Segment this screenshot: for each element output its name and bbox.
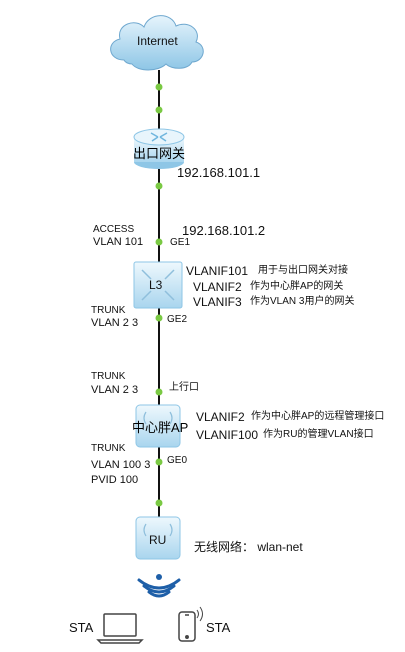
ap-vlanif-name: VLANIF2 bbox=[196, 410, 245, 424]
link-dot bbox=[155, 106, 163, 114]
ru-label: RU bbox=[149, 533, 167, 547]
ge0-vlan: VLAN 100 3 bbox=[91, 459, 151, 471]
link-dot bbox=[155, 314, 163, 322]
l3-vlanif-name: VLANIF3 bbox=[193, 295, 242, 309]
l3-vlanif-desc: 用于与出口网关对接 bbox=[258, 265, 348, 276]
phone-icon bbox=[178, 606, 203, 642]
l3-ip: 192.168.101.2 bbox=[182, 223, 266, 238]
link-dot bbox=[155, 388, 163, 396]
central-ap-label: 中心胖AP bbox=[132, 420, 189, 435]
link-dot bbox=[155, 238, 163, 246]
ge1-vlan: VLAN 101 bbox=[93, 236, 144, 248]
l3-vlanif-desc: 作为VLAN 3用户的网关 bbox=[250, 296, 355, 307]
ge0-mode: TRUNK bbox=[91, 443, 126, 454]
gateway-ip: 192.168.101.1 bbox=[177, 165, 261, 180]
wifi-signal-icon bbox=[137, 574, 181, 598]
ap-vlanif-desc: 作为RU的管理VLAN接口 bbox=[263, 429, 374, 440]
ap-vlanif-name: VLANIF100 bbox=[196, 428, 259, 442]
ge2-port: GE2 bbox=[167, 314, 188, 325]
l3-switch-icon bbox=[133, 261, 183, 309]
link-dot bbox=[155, 182, 163, 190]
ge2-mode: TRUNK bbox=[91, 305, 126, 316]
gateway-label: 出口网关 bbox=[133, 146, 186, 161]
link-dot bbox=[155, 83, 163, 91]
internet-label: Internet bbox=[137, 34, 178, 48]
ge2-vlan: VLAN 2 3 bbox=[91, 317, 139, 329]
ge0-pvid: PVID 100 bbox=[91, 474, 139, 486]
link-dots bbox=[155, 83, 163, 507]
wireless-network-label: 无线网络： wlan-net bbox=[194, 540, 303, 554]
link-dot bbox=[155, 499, 163, 507]
ap-vlanif-desc: 作为中心胖AP的远程管理接口 bbox=[251, 411, 385, 422]
ge1-port: GE1 bbox=[170, 237, 191, 248]
l3-label: L3 bbox=[149, 278, 163, 292]
ap-uplink-mode: TRUNK bbox=[91, 371, 126, 382]
link-dot bbox=[155, 458, 163, 466]
ap-uplink-vlan: VLAN 2 3 bbox=[91, 384, 139, 396]
ge0-port: GE0 bbox=[167, 455, 188, 466]
gateway-router-icon bbox=[133, 128, 185, 169]
sta-label: STA bbox=[69, 620, 94, 635]
internet-cloud-icon bbox=[110, 15, 204, 71]
ap-uplink-port: 上行口 bbox=[169, 382, 199, 393]
sta-label: STA bbox=[206, 620, 231, 635]
ru-icon bbox=[135, 516, 181, 560]
l3-vlanif-desc: 作为中心胖AP的网关 bbox=[250, 281, 344, 292]
laptop-icon bbox=[96, 613, 144, 644]
l3-vlanif-name: VLANIF2 bbox=[193, 280, 242, 294]
ge1-mode: ACCESS bbox=[93, 224, 135, 235]
l3-vlanif-name: VLANIF101 bbox=[186, 264, 249, 278]
central-ap-icon bbox=[135, 404, 181, 448]
